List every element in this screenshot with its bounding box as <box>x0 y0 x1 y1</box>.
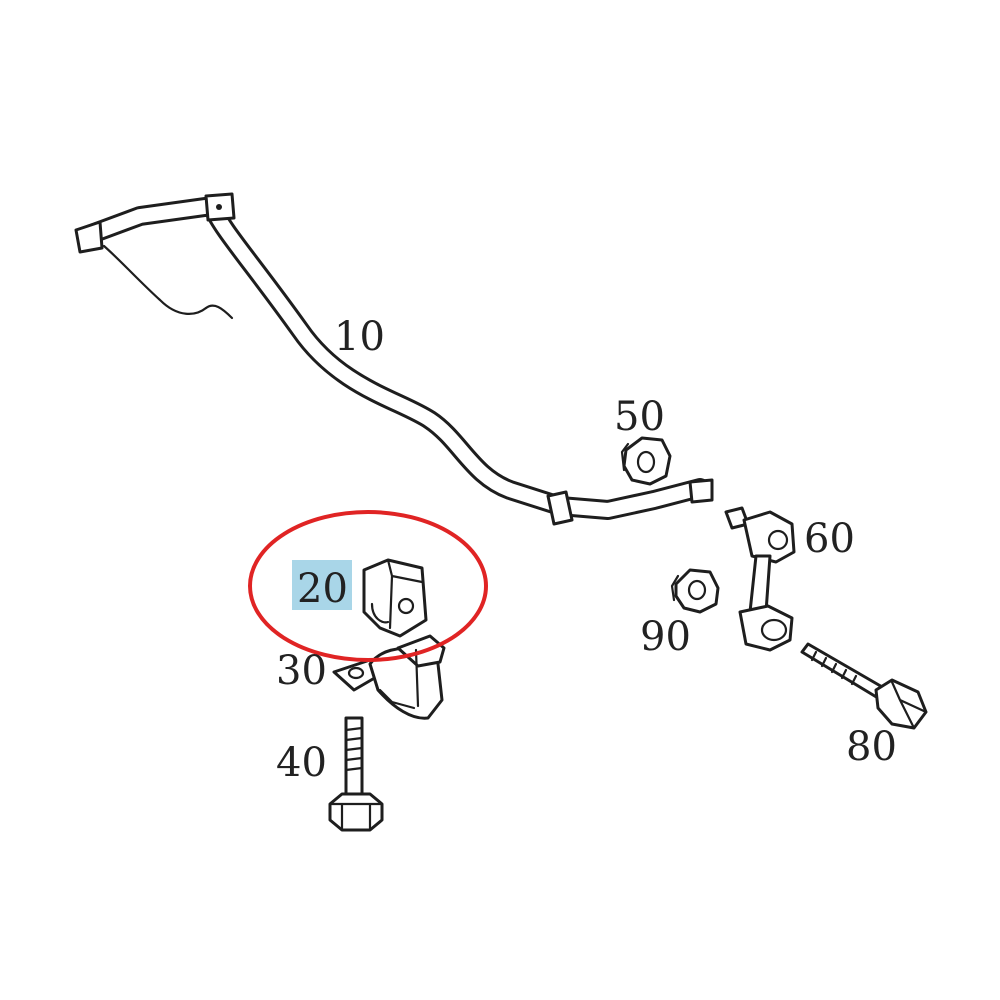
label-10: 10 <box>334 314 385 360</box>
bolt-80[interactable] <box>800 642 928 730</box>
label-50: 50 <box>614 394 665 440</box>
bushing-50[interactable] <box>620 436 672 486</box>
bushing-90[interactable] <box>670 568 720 614</box>
label-40: 40 <box>276 740 327 786</box>
label-20: 20 <box>297 566 348 612</box>
bolt-40[interactable] <box>328 716 384 832</box>
label-30: 30 <box>276 648 327 694</box>
label-60: 60 <box>804 516 855 562</box>
stabilizer-link[interactable] <box>724 506 796 652</box>
highlight-box <box>292 560 352 610</box>
label-80: 80 <box>846 724 897 770</box>
annotation-circle <box>248 510 488 662</box>
stabilizer-bar[interactable] <box>74 192 714 526</box>
label-90: 90 <box>640 614 691 660</box>
bushing-20[interactable] <box>362 558 428 638</box>
